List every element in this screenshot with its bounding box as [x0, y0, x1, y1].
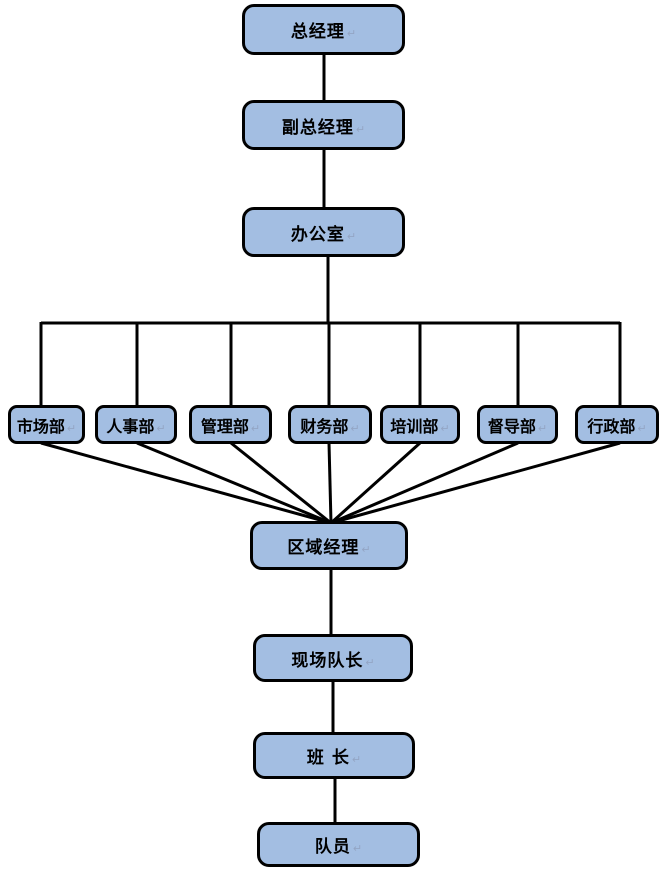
- node-label: 市场部: [16, 416, 65, 436]
- node-dept-administration: 行政部↵: [575, 405, 659, 444]
- node-site-captain: 现场队长↵: [253, 634, 413, 682]
- paragraph-mark: ↵: [250, 422, 261, 435]
- node-label: 总经理: [290, 22, 345, 42]
- node-label: 区域经理: [287, 538, 360, 558]
- node-label: 队员: [314, 837, 351, 857]
- paragraph-mark: ↵: [365, 655, 375, 669]
- node-label: 培训部: [390, 416, 439, 436]
- node-team-member: 队员↵: [257, 822, 420, 867]
- node-label: 督导部: [487, 416, 536, 436]
- paragraph-mark: ↵: [361, 543, 371, 556]
- node-squad-leader: 班 长↵: [253, 732, 415, 779]
- node-label: 现场队长: [291, 650, 364, 671]
- node-label: 财务部: [300, 416, 349, 436]
- node-dept-training: 培训部↵: [380, 405, 460, 444]
- node-dept-marketing: 市场部↵: [8, 405, 85, 444]
- paragraph-mark: ↵: [537, 422, 548, 435]
- paragraph-mark: ↵: [440, 422, 450, 435]
- node-deputy-general-manager: 副总经理↵: [242, 100, 405, 150]
- node-label: 人事部: [106, 416, 155, 436]
- paragraph-mark: ↵: [637, 422, 647, 435]
- node-label: 行政部: [587, 416, 636, 436]
- paragraph-mark: ↵: [346, 229, 357, 243]
- node-label: 管理部: [200, 416, 249, 436]
- node-label: 办公室: [290, 224, 345, 245]
- paragraph-mark: ↵: [352, 842, 363, 855]
- paragraph-mark: ↵: [351, 753, 362, 766]
- paragraph-mark: ↵: [350, 422, 360, 435]
- node-dept-hr: 人事部↵: [95, 405, 177, 444]
- paragraph-mark: ↵: [66, 422, 77, 435]
- paragraph-mark: ↵: [156, 422, 166, 435]
- paragraph-mark: ↵: [346, 27, 357, 40]
- node-dept-supervision: 督导部↵: [477, 405, 558, 444]
- node-general-manager: 总经理↵: [242, 4, 405, 55]
- node-office: 办公室↵: [242, 207, 405, 257]
- paragraph-mark: ↵: [355, 122, 366, 136]
- node-dept-finance: 财务部↵: [288, 405, 372, 444]
- node-label: 副总经理: [281, 117, 354, 138]
- node-regional-manager: 区域经理↵: [250, 521, 408, 570]
- node-dept-management: 管理部↵: [189, 405, 272, 444]
- node-label: 班 长: [306, 748, 350, 768]
